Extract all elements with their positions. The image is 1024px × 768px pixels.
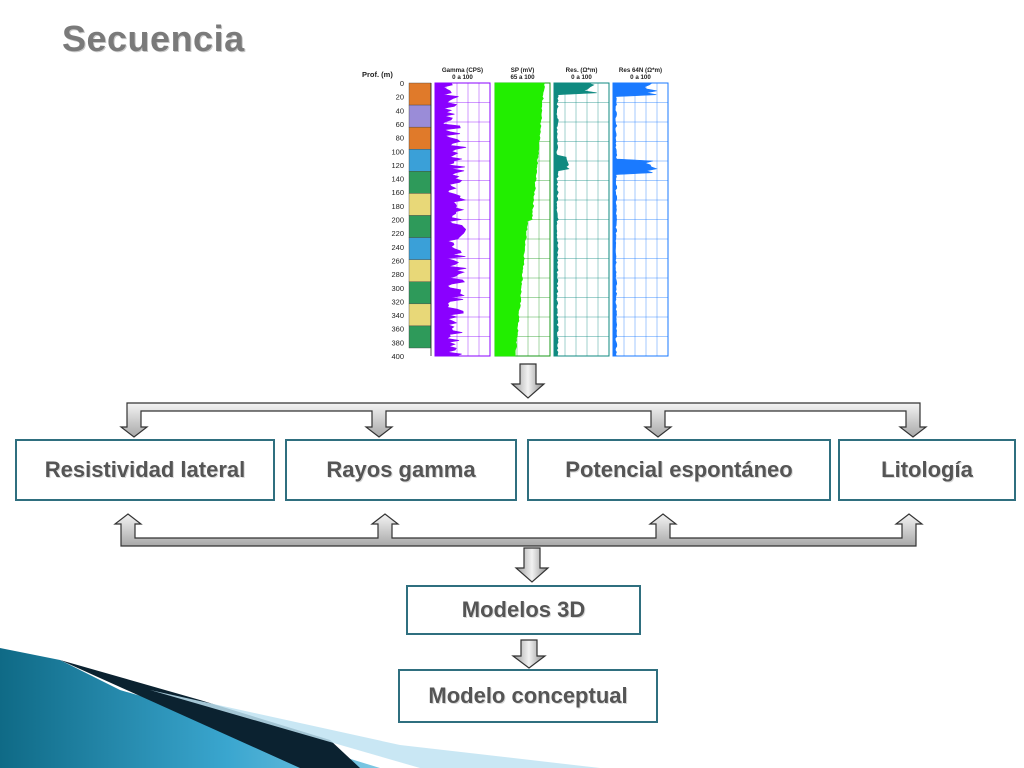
down-arrow-icon bbox=[510, 363, 546, 399]
track-title: Res 64N (Ω*m) bbox=[619, 67, 662, 74]
log-curve bbox=[612, 82, 658, 357]
box-potencial-espontaneo: Potencial espontáneo bbox=[527, 439, 831, 501]
depth-tick-label: 240 bbox=[391, 243, 404, 252]
depth-tick-label: 400 bbox=[391, 352, 404, 361]
down-arrow-icon bbox=[511, 639, 547, 669]
depth-tick-label: 340 bbox=[391, 311, 404, 320]
box-litologia: Litología bbox=[838, 439, 1016, 501]
depth-tick-label: 380 bbox=[391, 338, 404, 347]
depth-tick-label: 280 bbox=[391, 270, 404, 279]
depth-tick-label: 100 bbox=[391, 147, 404, 156]
depth-tick-label: 140 bbox=[391, 175, 404, 184]
log-curve bbox=[494, 82, 546, 357]
distribution-bar bbox=[119, 402, 928, 438]
collection-bar bbox=[113, 513, 924, 547]
track-range: 65 a 100 bbox=[510, 74, 535, 81]
down-arrow-icon bbox=[514, 547, 550, 583]
lithology-column bbox=[408, 82, 432, 356]
track-range: 0 a 100 bbox=[452, 74, 473, 81]
track-title: SP (mV) bbox=[511, 67, 535, 74]
log-curve bbox=[434, 82, 467, 357]
track-range: 0 a 100 bbox=[630, 74, 651, 81]
depth-axis-label: Prof. (m) bbox=[362, 70, 393, 79]
depth-tick-label: 40 bbox=[396, 106, 404, 115]
depth-tick-label: 320 bbox=[391, 297, 404, 306]
box-resistividad-lateral: Resistividad lateral bbox=[15, 439, 275, 501]
track-range: 0 a 100 bbox=[571, 74, 592, 81]
depth-tick-label: 260 bbox=[391, 256, 404, 265]
box-rayos-gamma: Rayos gamma bbox=[285, 439, 517, 501]
box-modelo-conceptual: Modelo conceptual bbox=[398, 669, 658, 723]
track-title: Gamma (CPS) bbox=[442, 67, 483, 74]
depth-tick-label: 120 bbox=[391, 161, 404, 170]
depth-tick-label: 300 bbox=[391, 284, 404, 293]
well-log-figure: Prof. (m) 0 20 40 60 80 100 120 140 160 180 200 220… bbox=[362, 67, 669, 361]
depth-tick-label: 160 bbox=[391, 188, 404, 197]
log-curve bbox=[553, 82, 597, 357]
depth-tick-label: 180 bbox=[391, 202, 404, 211]
track-title: Res. (Ω*m) bbox=[566, 67, 598, 74]
depth-tick-label: 200 bbox=[391, 216, 404, 225]
slide-title: Secuencia bbox=[62, 18, 245, 59]
depth-tick-labels: 0 20 40 60 80 100 120 140 160 180 200 220 240 260 280 3… bbox=[391, 79, 404, 361]
depth-tick-label: 20 bbox=[396, 93, 404, 102]
depth-tick-label: 0 bbox=[400, 79, 404, 88]
depth-tick-label: 220 bbox=[391, 229, 404, 238]
box-modelos-3d: Modelos 3D bbox=[406, 585, 641, 635]
depth-tick-label: 60 bbox=[396, 120, 404, 129]
depth-tick-label: 360 bbox=[391, 325, 404, 334]
depth-tick-label: 80 bbox=[396, 134, 404, 143]
